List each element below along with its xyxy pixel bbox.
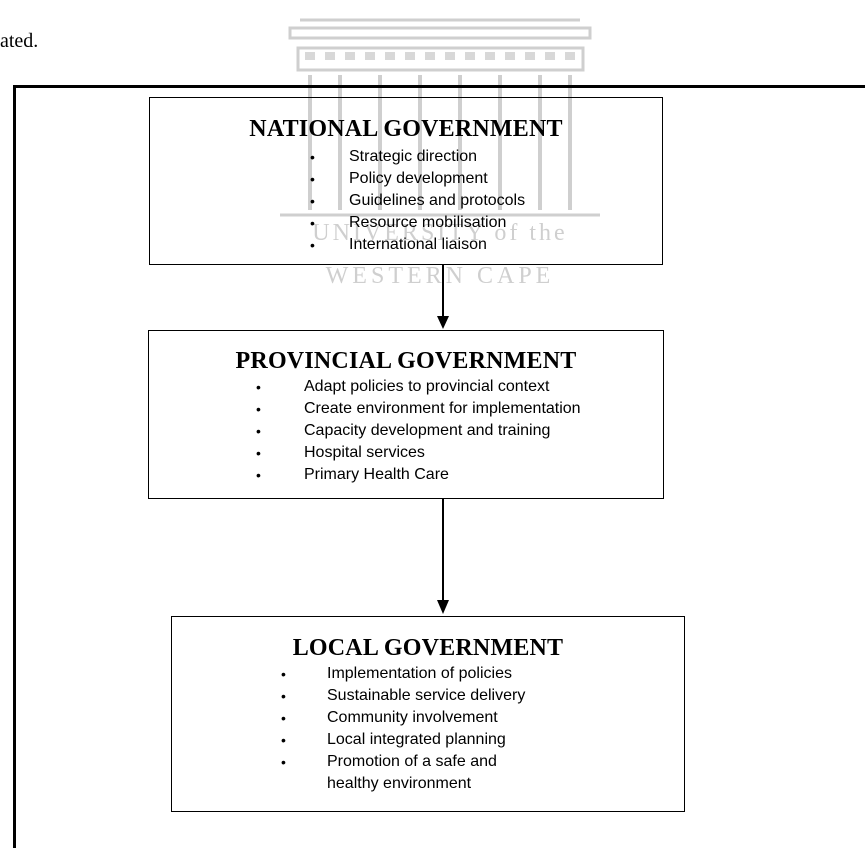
list-item: •Adapt policies to provincial context [256, 378, 550, 395]
list-item: •Promotion of a safe and healthy environ… [281, 753, 497, 792]
list-item: •Create environment for implementation [256, 400, 581, 417]
page-text-fragment: ated. [0, 30, 39, 52]
national-responsibilities-list: •Strategic direction •Policy development… [150, 146, 662, 256]
diagram-frame [13, 85, 865, 848]
list-item: •Local integrated planning [281, 731, 506, 748]
arrow-national-to-provincial [437, 264, 449, 329]
list-item: •Primary Health Care [256, 466, 449, 483]
provincial-government-title: PROVINCIAL GOVERNMENT [235, 348, 577, 374]
provincial-government-box: PROVINCIAL GOVERNMENT •Adapt policies to… [148, 330, 664, 499]
local-responsibilities-list: •Implementation of policies •Sustainable… [172, 663, 684, 795]
list-item: •Capacity development and training [256, 422, 551, 439]
list-item: •Guidelines and protocols [310, 192, 526, 209]
list-item: •Policy development [310, 170, 488, 187]
provincial-responsibilities-list: •Adapt policies to provincial context •C… [149, 376, 663, 486]
arrow-provincial-to-local [437, 498, 449, 614]
local-government-title: LOCAL GOVERNMENT [292, 635, 564, 661]
list-item: •International liaison [310, 236, 487, 253]
local-government-box: LOCAL GOVERNMENT •Implementation of poli… [171, 616, 685, 812]
national-government-title: NATIONAL GOVERNMENT [249, 116, 563, 142]
list-item: •Resource mobilisation [310, 214, 507, 231]
list-item: •Community involvement [281, 709, 498, 726]
national-government-box: NATIONAL GOVERNMENT •Strategic direction… [149, 97, 663, 265]
list-item: •Hospital services [256, 444, 425, 461]
list-item: •Strategic direction [310, 148, 478, 165]
list-item: •Implementation of policies [281, 665, 512, 682]
list-item: •Sustainable service delivery [281, 687, 526, 704]
